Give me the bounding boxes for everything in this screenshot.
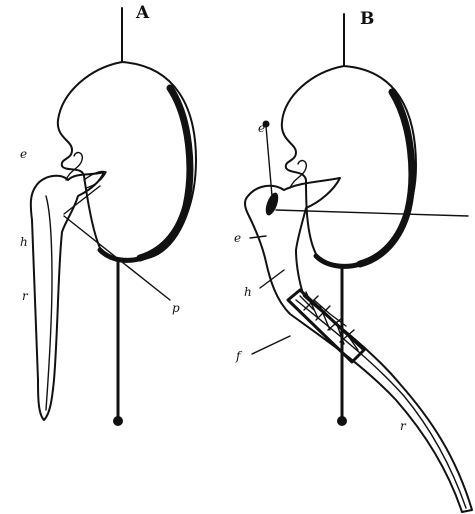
label-e: e xyxy=(20,147,27,161)
panel-a-label: A xyxy=(135,3,150,23)
label-p: p xyxy=(172,301,180,315)
label-h: h xyxy=(20,235,28,249)
organ-rim-lower xyxy=(316,256,360,266)
organ-rim xyxy=(140,88,190,258)
panel-a: A e h r p xyxy=(20,3,196,426)
label-h: h xyxy=(244,285,252,299)
label-r: r xyxy=(400,419,407,433)
label-f: f xyxy=(235,349,243,363)
pointer-line-f xyxy=(252,336,290,354)
pointer-line-e xyxy=(250,236,266,238)
organ-rim-lower xyxy=(100,250,142,260)
panel-b: B e e h f r xyxy=(234,9,472,512)
organ-rim xyxy=(360,92,412,264)
dark-bulb xyxy=(263,191,281,217)
pointer-line-short xyxy=(64,186,100,214)
panel-b-label: B xyxy=(360,9,374,29)
bell-inner-line xyxy=(46,196,52,410)
label-r: r xyxy=(22,289,29,303)
wrapped-section xyxy=(288,290,364,362)
rod-bead xyxy=(337,416,347,426)
rod-bead xyxy=(113,416,123,426)
label-e: e xyxy=(234,231,241,245)
bell-structure xyxy=(31,172,104,420)
label-top-e: e xyxy=(258,121,265,135)
